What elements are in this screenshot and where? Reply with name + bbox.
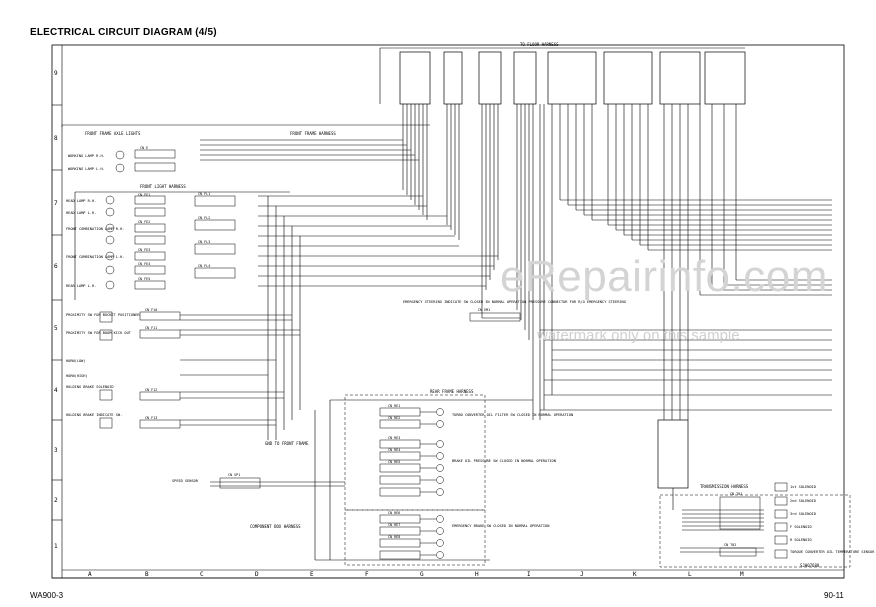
front-lamp-symbols bbox=[99, 149, 757, 557]
column-label: J bbox=[580, 571, 584, 578]
column-label: B bbox=[145, 571, 149, 578]
row-label: 8 bbox=[54, 135, 58, 142]
row-labels: 9 8 7 6 5 4 3 2 1 bbox=[54, 70, 58, 550]
rear-frame-connectors bbox=[379, 407, 444, 560]
connector-label: CN FL2 bbox=[198, 216, 210, 220]
connector-label: CN RE5 bbox=[388, 460, 400, 464]
row-label: 6 bbox=[54, 263, 58, 270]
component-label: TORQUE CONVERTER OIL TEMPERATURE SENSOR bbox=[790, 550, 875, 554]
row-label: 7 bbox=[54, 200, 58, 207]
column-label: I bbox=[527, 571, 531, 578]
component-label: HOLDING BRAKE SOLENOID bbox=[66, 385, 114, 389]
connector-label: CN RE7 bbox=[388, 523, 400, 527]
connector-label: CN F12 bbox=[145, 388, 157, 392]
column-label: K bbox=[633, 571, 637, 578]
connector-label: CN FE4 bbox=[138, 262, 150, 266]
connector-label: CN RE3 bbox=[388, 436, 400, 440]
component-label: REAR LAMP L.H. bbox=[66, 284, 96, 288]
connector-label: CN FE3 bbox=[138, 248, 150, 252]
connector-labels: CN E CN FL1 CN FL2 CN FL3 CN FL4 CN FE1 … bbox=[138, 146, 742, 547]
component-label: WORKING LAMP L.H. bbox=[68, 167, 105, 171]
component-label: PROXIMITY SW FOR BUCKET POSITIONER bbox=[66, 313, 140, 317]
rear-note: EMERGENCY BRAKE SW CLOSED IN NORMAL OPER… bbox=[452, 524, 549, 528]
solenoid-symbols bbox=[719, 482, 788, 559]
connector-label: CN F13 bbox=[145, 416, 157, 420]
harness-labels: TO FLOOR HARNESS FRONT FRAME HARNESS FRO… bbox=[85, 42, 820, 568]
front-light-harness-label: FRONT LIGHT HARNESS bbox=[140, 184, 186, 189]
connector-label: CN F10 bbox=[145, 308, 157, 312]
watermark-sub: watermark only on this sample bbox=[537, 327, 740, 344]
rear-frame-harness-label: REAR FRAME HARNESS bbox=[430, 389, 474, 394]
axle-lights-label: FRONT FRAME AXLE LIGHTS bbox=[85, 131, 141, 136]
connector-label: CN FL1 bbox=[198, 192, 210, 196]
connector-label: CN F11 bbox=[145, 326, 157, 330]
column-label: L bbox=[688, 571, 692, 578]
component-label: HOLDING BRAKE INDICATE SW. bbox=[66, 413, 122, 417]
connector-label: CN E bbox=[140, 146, 148, 150]
column-label: A bbox=[88, 571, 92, 578]
component-label: EMERGENCY STEERING INDICATE SW CLOSED IN… bbox=[403, 300, 626, 304]
component-label: F SOLENOID bbox=[790, 525, 812, 529]
connector-label: CN FL4 bbox=[198, 264, 210, 268]
page-title: ELECTRICAL CIRCUIT DIAGRAM (4/5) bbox=[30, 27, 217, 38]
column-label: G bbox=[420, 571, 424, 578]
column-label: D bbox=[255, 571, 259, 578]
connector-label: CN EM1 bbox=[478, 308, 490, 312]
transmission-harness-label: TRANSMISSION HARNESS bbox=[700, 484, 749, 489]
connector-label: CN RE1 bbox=[388, 404, 400, 408]
column-label: H bbox=[475, 571, 479, 578]
component-labels: WORKING LAMP R.H. WORKING LAMP L.H. HEAD… bbox=[66, 154, 875, 554]
connector-label: CN FE5 bbox=[138, 277, 150, 281]
page-number: 90-11 bbox=[824, 591, 844, 600]
watermark-main: eRepairinfo.com bbox=[500, 252, 828, 301]
column-labels: A B C D E F G H I J K L M bbox=[88, 571, 744, 578]
column-label: M bbox=[740, 571, 744, 578]
connector-label: CN RE8 bbox=[388, 535, 400, 539]
connector-label: CN FE1 bbox=[138, 193, 150, 197]
floor-harness-label: TO FLOOR HARNESS bbox=[520, 42, 559, 47]
row-label: 4 bbox=[54, 387, 58, 394]
component-label: WORKING LAMP R.H. bbox=[68, 154, 105, 158]
component-label: HORN(LOW) bbox=[66, 359, 85, 363]
component-label: HEAD LAMP R.H. bbox=[66, 199, 96, 203]
connector-label: CN FE2 bbox=[138, 220, 150, 224]
front-frame-harness-label: FRONT FRAME HARNESS bbox=[290, 131, 336, 136]
component-label: HEAD LAMP L.H. bbox=[66, 211, 96, 215]
component-label: R SOLENOID bbox=[790, 538, 812, 542]
component-label: FRONT COMBINATION LAMP L.H. bbox=[66, 255, 124, 259]
column-label: C bbox=[200, 571, 204, 578]
row-label: 5 bbox=[54, 325, 58, 332]
rear-note: BRAKE OIL PRESSURE SW CLOSED IN NORMAL O… bbox=[452, 459, 556, 463]
component-box-harness-label: COMPONENT BOX HARNESS bbox=[250, 524, 301, 529]
model-code: WA900-3 bbox=[30, 591, 64, 600]
component-label: SPEED SENSOR bbox=[172, 479, 199, 483]
component-label: FRONT COMBINATION LAMP R.H. bbox=[66, 227, 124, 231]
gnd-label: GND TO FRONT FRAME bbox=[265, 441, 309, 446]
connector-label: CN FL3 bbox=[198, 240, 210, 244]
component-label: 2nd SOLENOID bbox=[790, 499, 816, 503]
row-label: 1 bbox=[54, 543, 58, 550]
connector-label: CN RE2 bbox=[388, 416, 400, 420]
connector-label: CN T01 bbox=[730, 492, 742, 496]
column-label: F bbox=[365, 571, 369, 578]
row-label: 9 bbox=[54, 70, 58, 77]
connector-label: CN RE6 bbox=[388, 511, 400, 515]
component-label: 1st SOLENOID bbox=[790, 485, 816, 489]
connector-label: CN T02 bbox=[724, 543, 736, 547]
drawing-code: SJH07688 bbox=[800, 563, 820, 568]
row-label: 3 bbox=[54, 447, 58, 454]
component-label: HORN(HIGH) bbox=[66, 374, 88, 378]
column-label: E bbox=[310, 571, 314, 578]
component-label: 3rd SOLENOID bbox=[790, 512, 816, 516]
component-label: PROXIMITY SW FOR BOOM KICK OUT bbox=[66, 331, 132, 335]
row-label: 2 bbox=[54, 497, 58, 504]
connector-label: CN SP1 bbox=[228, 473, 240, 477]
rear-note: TURBO CONVERTER OIL FILTER SW CLOSED IN … bbox=[452, 413, 573, 417]
connector-label: CN RE4 bbox=[388, 448, 400, 452]
